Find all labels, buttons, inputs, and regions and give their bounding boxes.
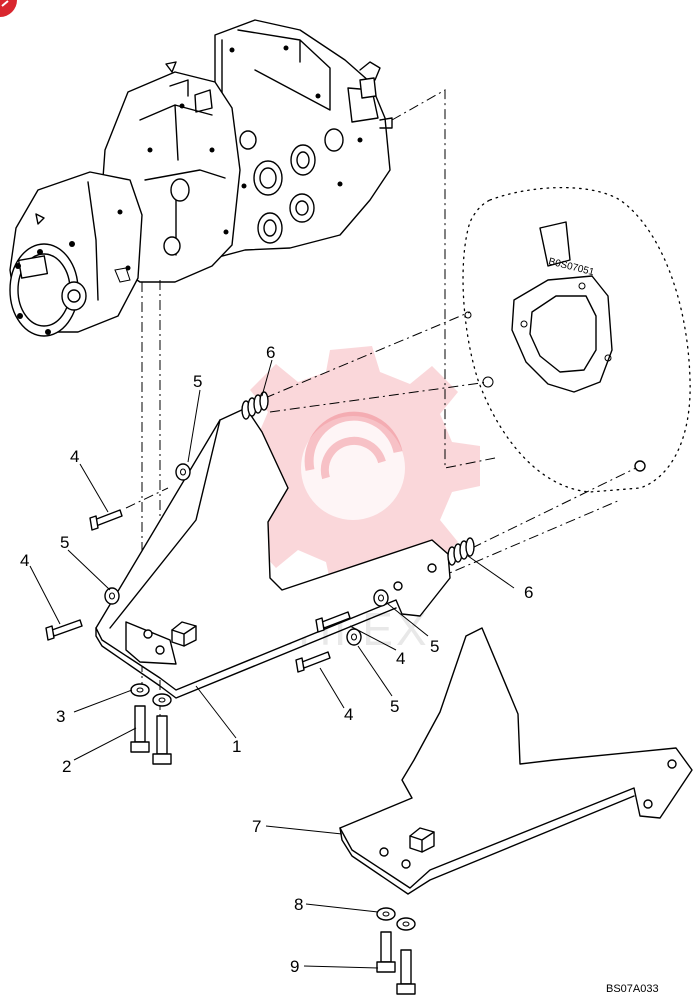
- callout-9: 9: [290, 957, 299, 976]
- callout-2: 2: [62, 757, 71, 776]
- side-bolts: [45, 509, 351, 673]
- callout-8: 8: [294, 895, 303, 914]
- bracket-part-7: [339, 627, 693, 895]
- bracket-7-bottom-fasteners: [376, 907, 416, 995]
- callout-4-left-lower: 4: [20, 551, 29, 570]
- callout-5-right-upper: 5: [430, 637, 439, 656]
- callout-7: 7: [252, 817, 261, 836]
- callout-3: 3: [56, 707, 65, 726]
- callout-1: 1: [232, 737, 241, 756]
- drawing-code: BS07A033: [606, 983, 659, 995]
- callout-4-right-lower: 4: [344, 705, 353, 724]
- callout-5-right-lower: 5: [390, 697, 399, 716]
- spring-washer-stack-upper: [241, 391, 269, 420]
- bracket-1-bottom-fasteners: [130, 683, 172, 765]
- callout-4-right-upper: 4: [396, 649, 405, 668]
- svg-text:B0S07051: B0S07051: [547, 256, 595, 278]
- hydraulic-pump-illustration: [9, 19, 393, 337]
- corner-marker: [0, 0, 17, 17]
- hardware-parts: [45, 391, 475, 995]
- callout-4-left-upper: 4: [70, 447, 79, 466]
- callout-6-lower: 6: [524, 583, 533, 602]
- callout-6-upper: 6: [266, 343, 275, 362]
- flywheel-illustration: B0S07051: [462, 186, 691, 493]
- flat-washers: [104, 463, 389, 646]
- spring-washer-stack-lower: [447, 537, 475, 566]
- callout-5-upper: 5: [193, 372, 202, 391]
- callouts: 5 6 4 5 4 3 2 1 6 5 4 5 4 7 8 9: [20, 343, 533, 976]
- callout-5-left: 5: [60, 533, 69, 552]
- bracket-part-1: [95, 407, 451, 699]
